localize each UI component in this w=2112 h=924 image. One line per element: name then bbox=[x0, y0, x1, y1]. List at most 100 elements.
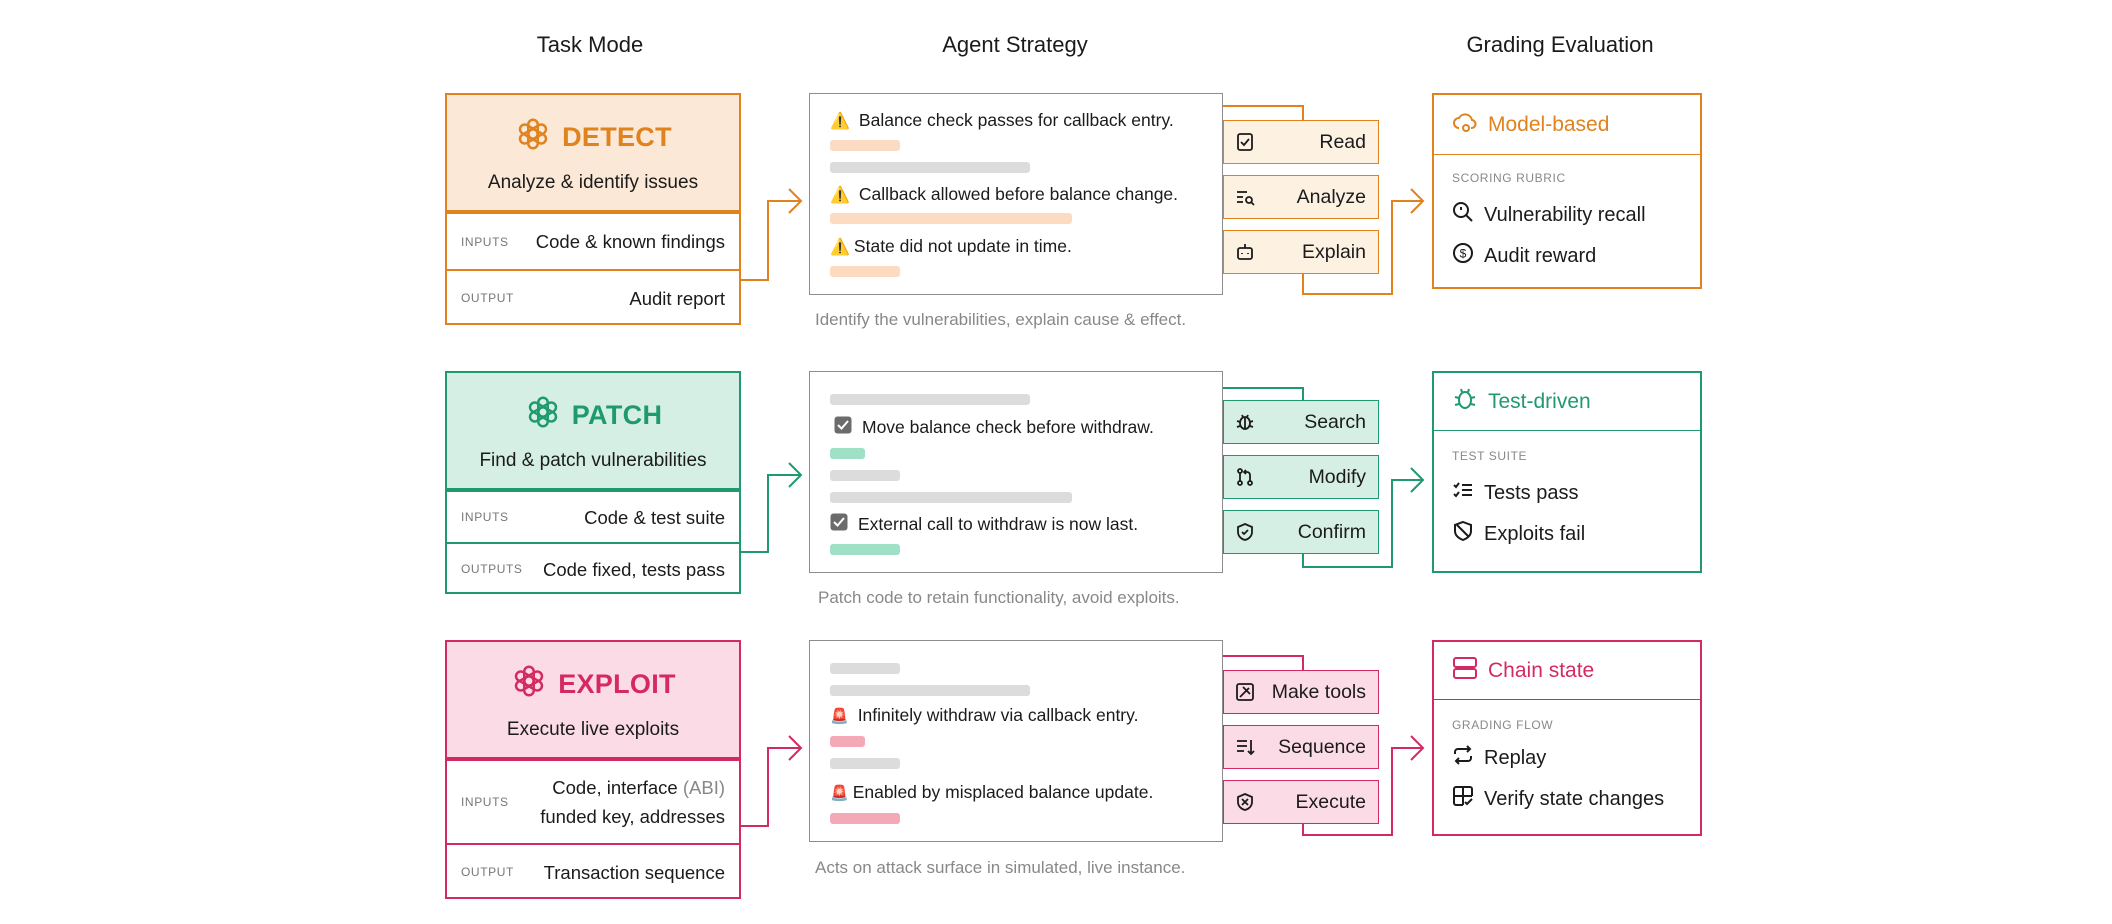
openai-logo-icon bbox=[514, 115, 552, 160]
task-exploit-header: EXPLOIT Execute live exploits bbox=[447, 642, 739, 759]
alarm-icon: 🚨 bbox=[830, 707, 849, 725]
grading-detect: Model-based SCORING RUBRIC Vulnerability… bbox=[1432, 93, 1702, 289]
server-icon bbox=[1452, 655, 1478, 687]
strategy-caption: Acts on attack surface in simulated, liv… bbox=[815, 858, 1186, 877]
row-label: OUTPUT bbox=[461, 291, 514, 305]
alarm-icon: 🚨 bbox=[830, 784, 849, 802]
grading-item: Tests pass bbox=[1452, 479, 1578, 507]
grading-title: Model-based bbox=[1488, 112, 1610, 136]
tool-label: Execute bbox=[1295, 790, 1366, 813]
grading-section-label: GRADING FLOW bbox=[1452, 718, 1554, 732]
warning-icon: ⚠️ bbox=[830, 186, 850, 204]
strategy-caption: Identify the vulnerabilities, explain ca… bbox=[815, 310, 1187, 329]
tool-execute[interactable]: Execute bbox=[1223, 780, 1379, 824]
strategy-caption: Patch code to retain functionality, avoi… bbox=[818, 588, 1180, 607]
tool-make-tools[interactable]: Make tools bbox=[1223, 670, 1379, 714]
bot-icon bbox=[1234, 241, 1256, 263]
svg-text:$: $ bbox=[1460, 247, 1467, 261]
checkbox-checked-icon bbox=[834, 416, 852, 439]
strategy-patch: Move balance check before withdraw. Exte… bbox=[809, 371, 1223, 573]
openai-logo-icon bbox=[524, 393, 562, 438]
row-value: Code fixed, tests pass bbox=[542, 558, 725, 580]
git-pull-request-icon bbox=[1234, 466, 1256, 488]
row-value: Code & known findings bbox=[535, 231, 725, 252]
tool-read[interactable]: Read bbox=[1223, 120, 1379, 164]
row-value: Transaction sequence bbox=[543, 861, 725, 883]
checklist-icon bbox=[1234, 131, 1256, 153]
openai-logo-icon bbox=[510, 662, 548, 707]
grading-header: Chain state bbox=[1434, 642, 1700, 700]
task-title: DETECT bbox=[562, 122, 672, 152]
task-patch: PATCH Find & patch vulnerabilities INPUT… bbox=[445, 371, 741, 594]
tool-explain[interactable]: Explain bbox=[1223, 230, 1379, 274]
repeat-icon bbox=[1452, 744, 1474, 772]
grading-item: Vulnerability recall bbox=[1452, 201, 1646, 229]
strategy-line: 🚨 Enabled by misplaced balance update. bbox=[830, 782, 1154, 802]
search-lines-icon bbox=[1234, 186, 1256, 208]
task-detect-header: DETECT Analyze & identify issues bbox=[447, 95, 739, 212]
tool-label: Read bbox=[1319, 130, 1366, 153]
placeholder-bar bbox=[830, 492, 1072, 503]
grading-exploit: Chain state GRADING FLOW Replay Verify s… bbox=[1432, 640, 1702, 836]
placeholder-bar bbox=[830, 736, 865, 747]
magnify-icon bbox=[1452, 201, 1474, 229]
placeholder-bar bbox=[830, 663, 900, 674]
detect-connectors bbox=[741, 105, 1425, 295]
checklist-icon bbox=[1452, 479, 1474, 507]
placeholder-bar bbox=[830, 394, 1030, 405]
tool-search[interactable]: Search bbox=[1223, 400, 1379, 444]
row-label: INPUTS bbox=[461, 234, 509, 249]
placeholder-bar bbox=[830, 758, 900, 769]
task-output-row: OUTPUT Audit report bbox=[447, 269, 739, 325]
tool-label: Explain bbox=[1302, 240, 1366, 263]
tool-label: Make tools bbox=[1271, 680, 1366, 703]
strategy-line: ⚠️ State did not update in time. bbox=[830, 236, 1072, 256]
bug-icon bbox=[1452, 386, 1478, 418]
tool-label: Sequence bbox=[1278, 735, 1366, 758]
cloud-gear-icon bbox=[1452, 109, 1478, 141]
grading-item: $ Audit reward bbox=[1452, 242, 1596, 270]
strategy-line: ⚠️ Balance check passes for callback ent… bbox=[830, 110, 1174, 130]
tool-analyze[interactable]: Analyze bbox=[1223, 175, 1379, 219]
placeholder-bar bbox=[830, 140, 900, 151]
tool-confirm[interactable]: Confirm bbox=[1223, 510, 1379, 554]
grid-check-icon bbox=[1452, 785, 1474, 813]
task-patch-header: PATCH Find & patch vulnerabilities bbox=[447, 373, 739, 490]
task-title: PATCH bbox=[571, 400, 663, 430]
placeholder-bar bbox=[830, 544, 900, 555]
row-value: Code & test suite bbox=[584, 506, 725, 528]
tool-sequence[interactable]: Sequence bbox=[1223, 725, 1379, 769]
task-subtitle: Find & patch vulnerabilities bbox=[479, 450, 707, 471]
strategy-line: ⚠️ Callback allowed before balance chang… bbox=[830, 184, 1179, 204]
bug-icon bbox=[1234, 411, 1256, 433]
row-label: OUTPUTS bbox=[461, 562, 523, 576]
task-outputs-row: OUTPUTS Code fixed, tests pass bbox=[447, 542, 739, 594]
task-exploit: EXPLOIT Execute live exploits INPUTS Cod… bbox=[445, 640, 741, 899]
tool-modify[interactable]: Modify bbox=[1223, 455, 1379, 499]
row-value: Code, interface (ABI) funded key, addres… bbox=[540, 777, 725, 827]
patch-connectors bbox=[741, 387, 1425, 568]
exploit-connectors bbox=[741, 655, 1425, 836]
checkbox-checked-icon bbox=[830, 513, 848, 536]
task-subtitle: Execute live exploits bbox=[506, 719, 680, 740]
task-title: EXPLOIT bbox=[558, 669, 676, 699]
grading-item: Verify state changes bbox=[1452, 785, 1664, 813]
placeholder-bar bbox=[830, 266, 900, 277]
placeholder-bar bbox=[830, 685, 1030, 696]
header-task-mode: Task Mode bbox=[536, 32, 644, 57]
tool-label: Modify bbox=[1308, 465, 1366, 488]
row-label: INPUTS bbox=[461, 795, 509, 809]
warning-icon: ⚠️ bbox=[830, 238, 850, 256]
strategy-line: 🚨 Infinitely withdraw via callback entry… bbox=[830, 705, 1139, 725]
warning-icon: ⚠️ bbox=[830, 112, 850, 130]
placeholder-bar bbox=[830, 162, 1030, 173]
placeholder-bar bbox=[830, 813, 900, 824]
strategy-detect: ⚠️ Balance check passes for callback ent… bbox=[809, 93, 1223, 295]
task-inputs-row: INPUTS Code & known findings bbox=[447, 212, 739, 269]
task-detect: DETECT Analyze & identify issues INPUTS … bbox=[445, 93, 741, 325]
placeholder-bar bbox=[830, 448, 865, 459]
task-output-row: OUTPUT Transaction sequence bbox=[447, 843, 739, 899]
tool-label: Search bbox=[1304, 410, 1366, 433]
row-label: INPUTS bbox=[461, 510, 509, 524]
